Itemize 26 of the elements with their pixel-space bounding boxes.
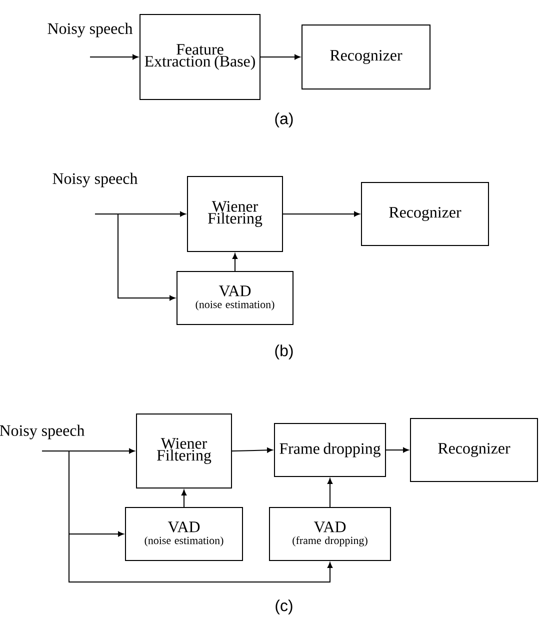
- process-box: Feature Extraction (Base): [140, 14, 260, 100]
- arrow: [181, 490, 187, 508]
- process-box: Recognizer: [361, 182, 489, 246]
- arrow: [94, 214, 176, 301]
- panel-label: (b): [275, 344, 293, 360]
- arrow: [327, 478, 333, 508]
- arrow: [232, 448, 273, 453]
- arrow: [42, 450, 333, 582]
- panel-label: (c): [276, 600, 292, 614]
- process-box: Recognizer: [302, 24, 430, 90]
- process-box: Recognizer: [410, 418, 538, 482]
- arrow: [282, 211, 360, 217]
- input-label: Noisy speech: [0, 424, 85, 440]
- process-box: VAD (noise estimation): [125, 507, 243, 561]
- process-box: VAD (noise estimation): [176, 271, 294, 325]
- arrow: [386, 447, 409, 453]
- arrow: [232, 253, 238, 272]
- process-box: Wiener Filtering: [187, 176, 283, 252]
- process-box: Wiener Filtering: [136, 414, 232, 488]
- input-label: Noisy speech: [52, 172, 138, 188]
- input-label: Noisy speech: [48, 22, 133, 38]
- process-box: Frame dropping: [274, 423, 386, 477]
- panel-label: (a): [275, 112, 293, 128]
- process-box: VAD (frame dropping): [269, 507, 391, 561]
- arrow: [90, 54, 138, 60]
- arrow: [260, 54, 300, 60]
